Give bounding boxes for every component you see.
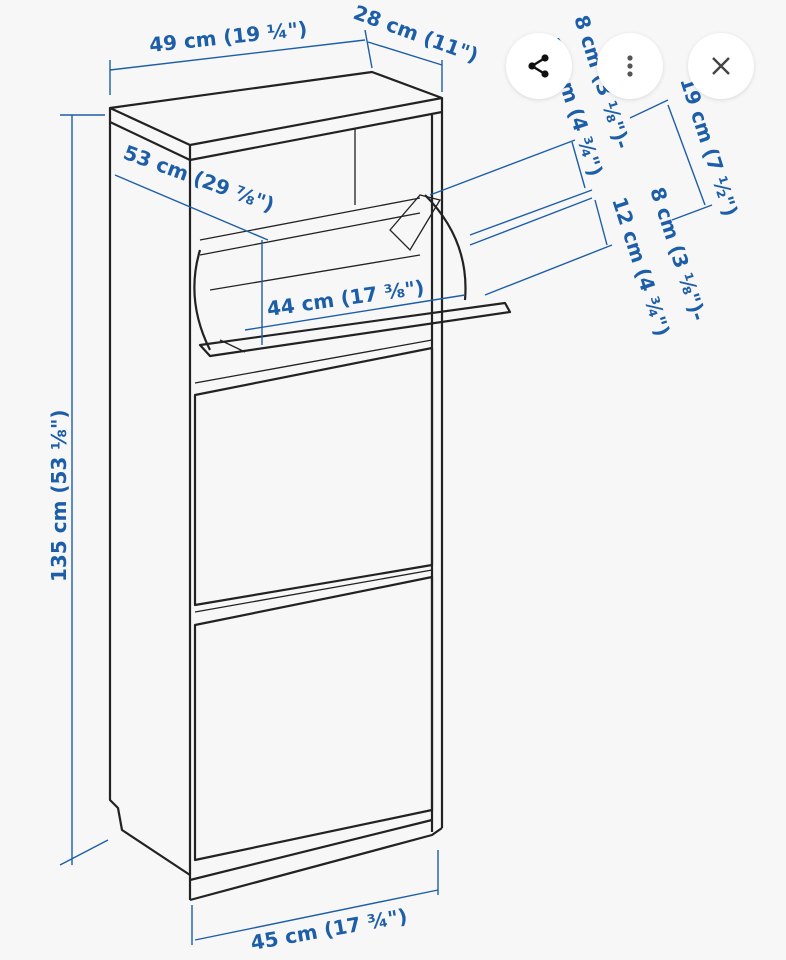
width-top-label: 49 cm (19 ¼")	[148, 17, 308, 57]
height-label: 135 cm (53 ⅛")	[47, 409, 71, 582]
more-options-button[interactable]	[597, 33, 663, 99]
cabinet-drawing	[108, 70, 512, 902]
close-button[interactable]	[688, 33, 754, 99]
more-vertical-icon	[627, 55, 633, 77]
dimension-labels: 49 cm (19 ¼") 28 cm (11") 8 cm (3 ⅛")- 1…	[47, 0, 743, 955]
share-button[interactable]	[506, 33, 572, 99]
share-icon	[528, 54, 549, 78]
width-bottom-label: 45 cm (17 ¾")	[249, 904, 409, 955]
dimension-lines	[59, 29, 713, 945]
open-depth-label: 53 cm (29 ⅞")	[120, 140, 277, 217]
close-icon	[712, 57, 730, 75]
